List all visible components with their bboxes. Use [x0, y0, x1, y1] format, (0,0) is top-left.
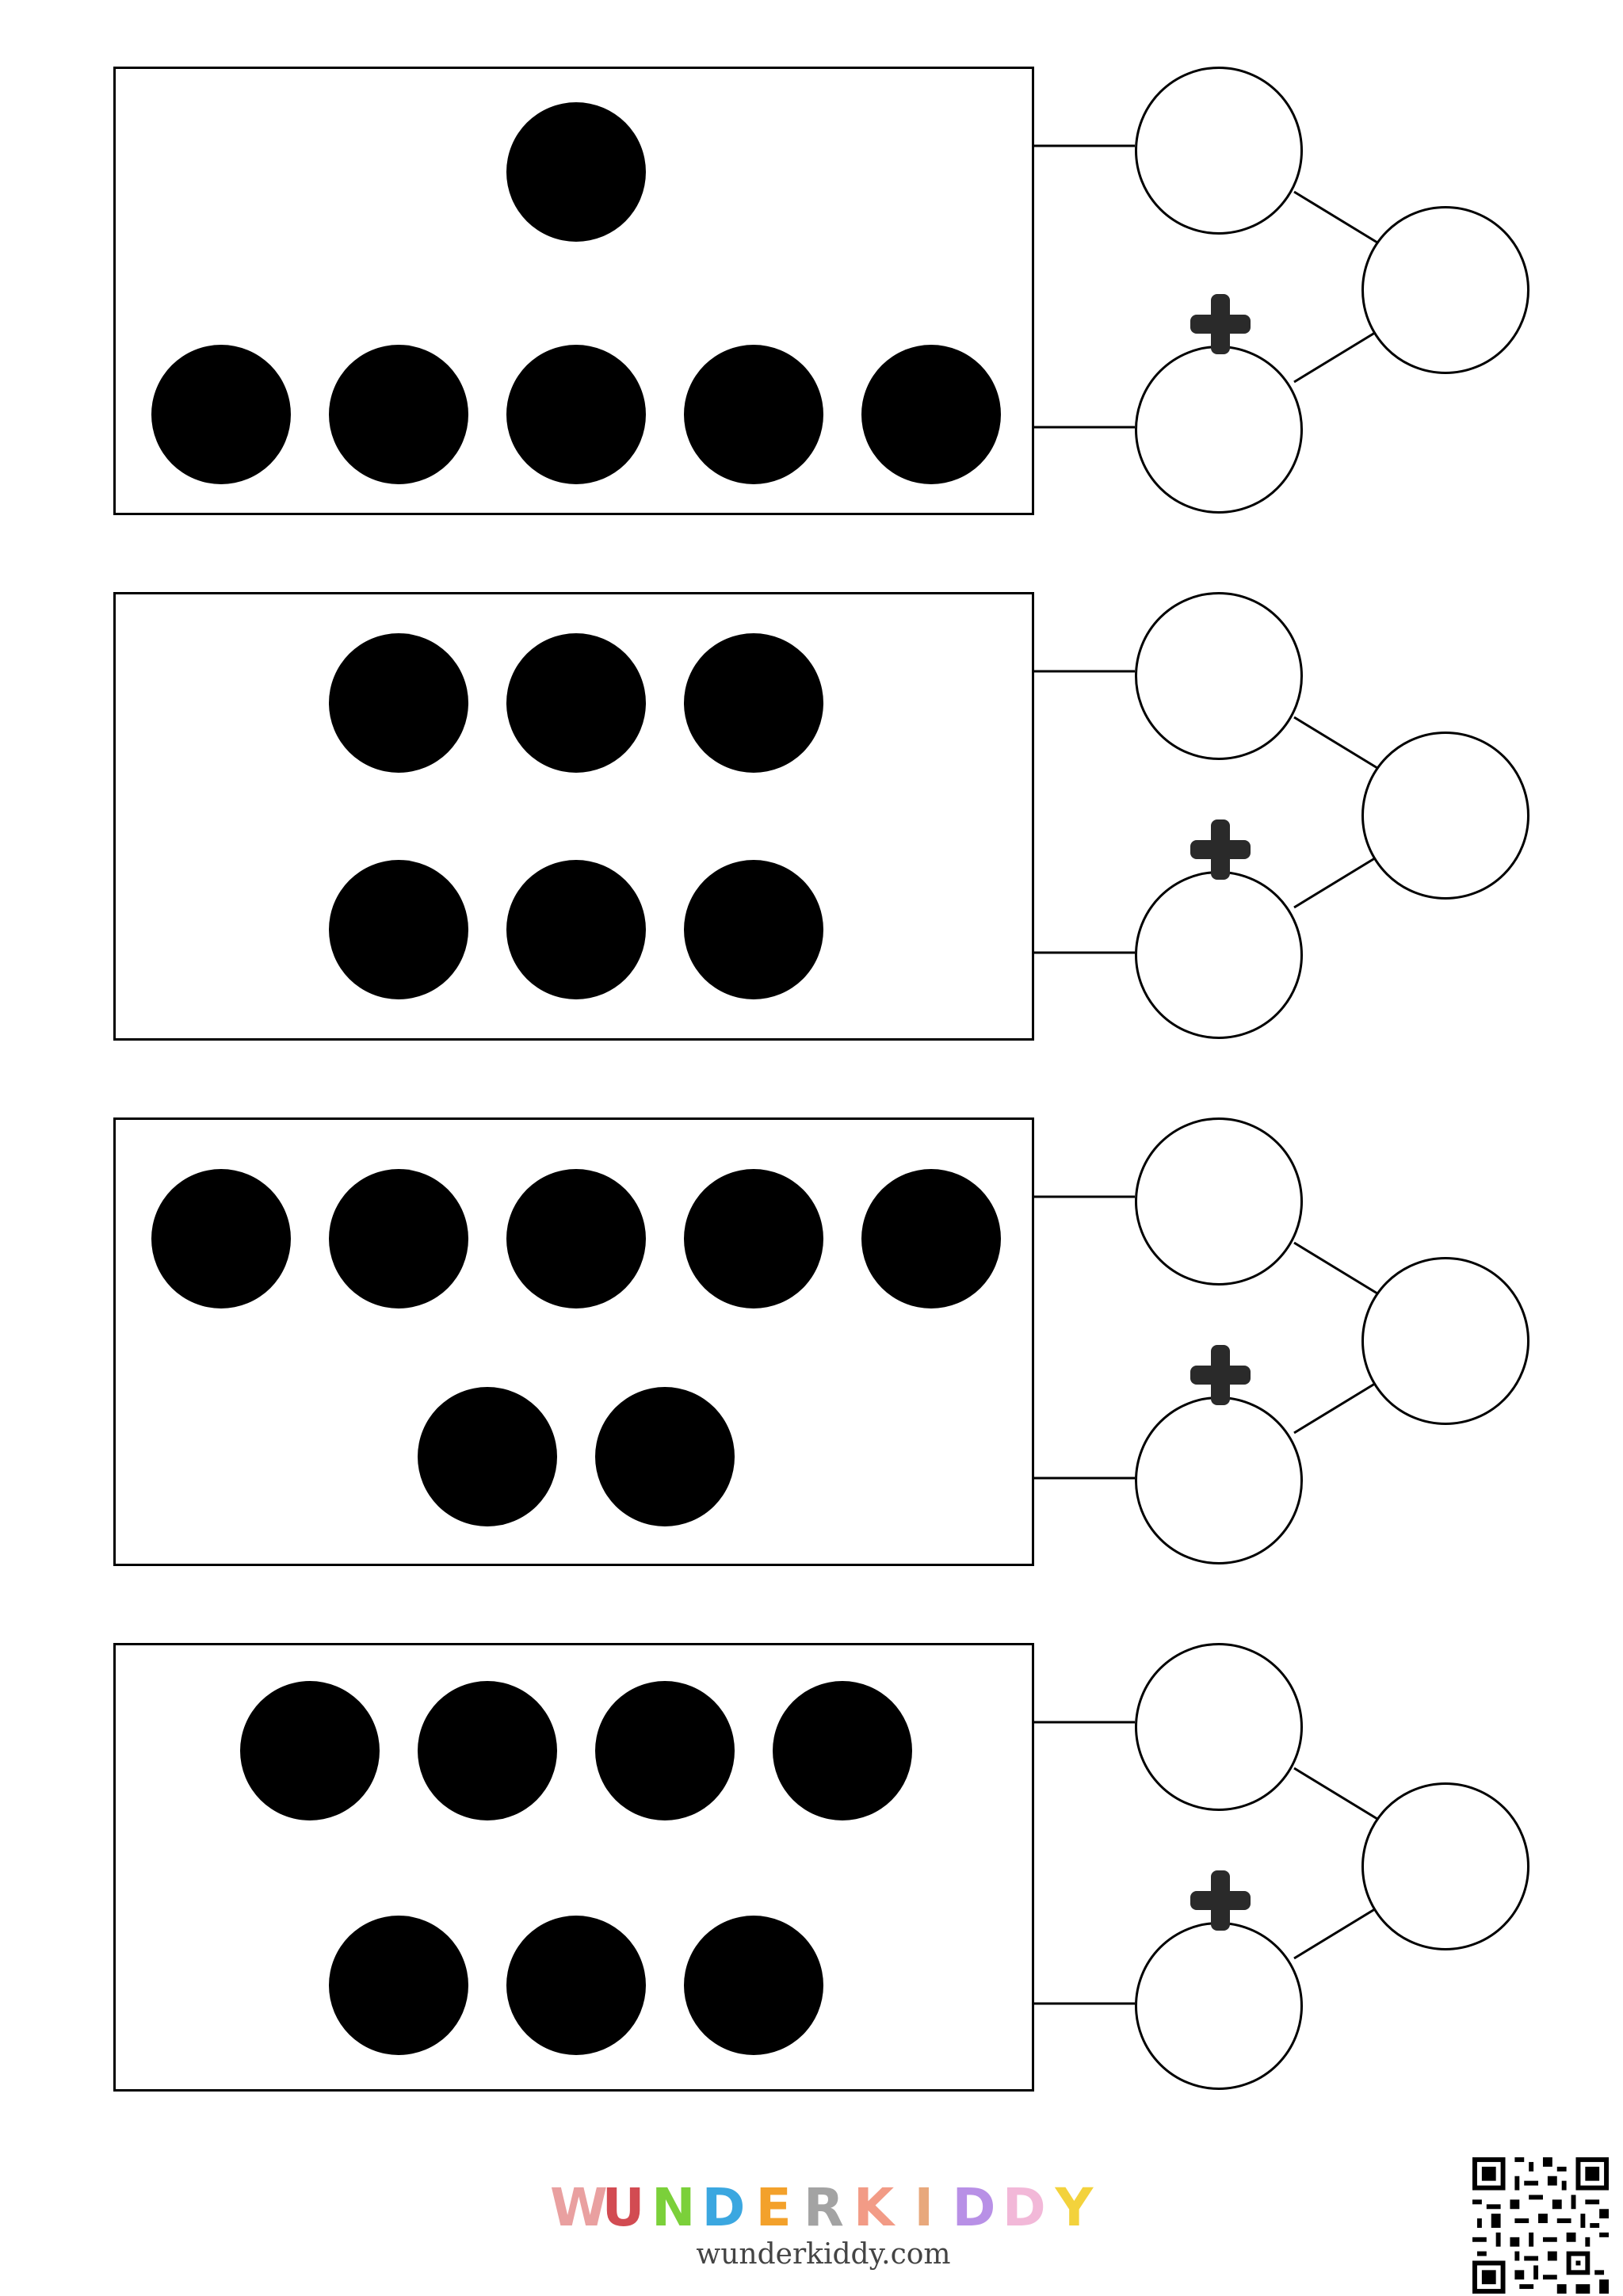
part-circle-bottom[interactable]	[1135, 1396, 1303, 1564]
logo-letter: D	[1002, 2177, 1046, 2238]
wunderkiddy-logo: W U N D E R K I D D Y	[550, 2177, 1097, 2238]
dot	[506, 345, 646, 484]
dot	[151, 1169, 291, 1308]
exercise-3	[0, 1117, 1623, 1569]
dot	[595, 1387, 735, 1526]
logo-letter: R	[804, 2177, 844, 2238]
dot-row-top	[116, 633, 1032, 773]
whole-circle[interactable]	[1361, 1782, 1529, 1950]
logo-letter: K	[854, 2177, 895, 2238]
qr-code-icon	[1472, 2157, 1609, 2294]
plus-icon	[1190, 819, 1251, 880]
logo-letter: E	[755, 2177, 792, 2238]
dot	[329, 345, 468, 484]
exercise-2	[0, 592, 1623, 1044]
dot	[240, 1681, 380, 1820]
dot	[595, 1681, 735, 1820]
dot	[506, 102, 646, 242]
dot	[506, 860, 646, 999]
dot	[684, 633, 823, 773]
number-bond-lines	[1034, 1721, 1378, 2005]
logo-letter: W	[550, 2177, 608, 2238]
logo-letter: I	[914, 2177, 934, 2238]
website-link[interactable]: wunderkiddy.com	[696, 2238, 951, 2271]
dot-row-bottom	[116, 860, 1032, 999]
part-circle-bottom[interactable]	[1135, 1922, 1303, 2090]
dot	[861, 345, 1001, 484]
dot	[329, 633, 468, 773]
number-bond-lines	[1034, 1195, 1378, 1480]
dot-box	[113, 1643, 1034, 2092]
dot	[329, 860, 468, 999]
plus-icon	[1190, 294, 1251, 354]
dot	[151, 345, 291, 484]
part-circle-bottom[interactable]	[1135, 871, 1303, 1039]
dot-box	[113, 592, 1034, 1041]
plus-icon	[1190, 1345, 1251, 1405]
exercise-4	[0, 1643, 1623, 2095]
part-circle-top[interactable]	[1135, 67, 1303, 235]
dot-row-top	[116, 102, 1032, 242]
dot-row-top	[116, 1169, 1032, 1308]
whole-circle[interactable]	[1361, 732, 1529, 900]
dot	[329, 1169, 468, 1308]
dot	[773, 1681, 912, 1820]
dot-row-bottom	[116, 1387, 1032, 1526]
dot	[506, 1916, 646, 2055]
dot	[418, 1387, 557, 1526]
part-circle-top[interactable]	[1135, 1117, 1303, 1286]
part-circle-bottom[interactable]	[1135, 346, 1303, 514]
dot	[684, 345, 823, 484]
number-bond-lines	[1034, 670, 1378, 954]
logo-letter: U	[601, 2177, 645, 2238]
dot	[329, 1916, 468, 2055]
number-bond-lines	[1034, 144, 1378, 429]
whole-circle[interactable]	[1361, 206, 1529, 374]
dot-row-bottom	[116, 345, 1032, 484]
dot-row-top	[116, 1681, 1032, 1820]
logo-letter: Y	[1055, 2177, 1094, 2238]
whole-circle[interactable]	[1361, 1257, 1529, 1425]
dot	[684, 1169, 823, 1308]
dot-row-bottom	[116, 1916, 1032, 2055]
dot	[506, 633, 646, 773]
dot	[861, 1169, 1001, 1308]
dot	[506, 1169, 646, 1308]
plus-icon	[1190, 1870, 1251, 1931]
dot-box	[113, 67, 1034, 515]
exercise-1	[0, 67, 1623, 518]
part-circle-top[interactable]	[1135, 592, 1303, 760]
logo-letter: D	[701, 2177, 746, 2238]
dot	[418, 1681, 557, 1820]
logo-letter: D	[952, 2177, 996, 2238]
logo-letter: N	[651, 2177, 696, 2238]
dot-box	[113, 1117, 1034, 1566]
dot	[684, 860, 823, 999]
dot	[684, 1916, 823, 2055]
part-circle-top[interactable]	[1135, 1643, 1303, 1811]
